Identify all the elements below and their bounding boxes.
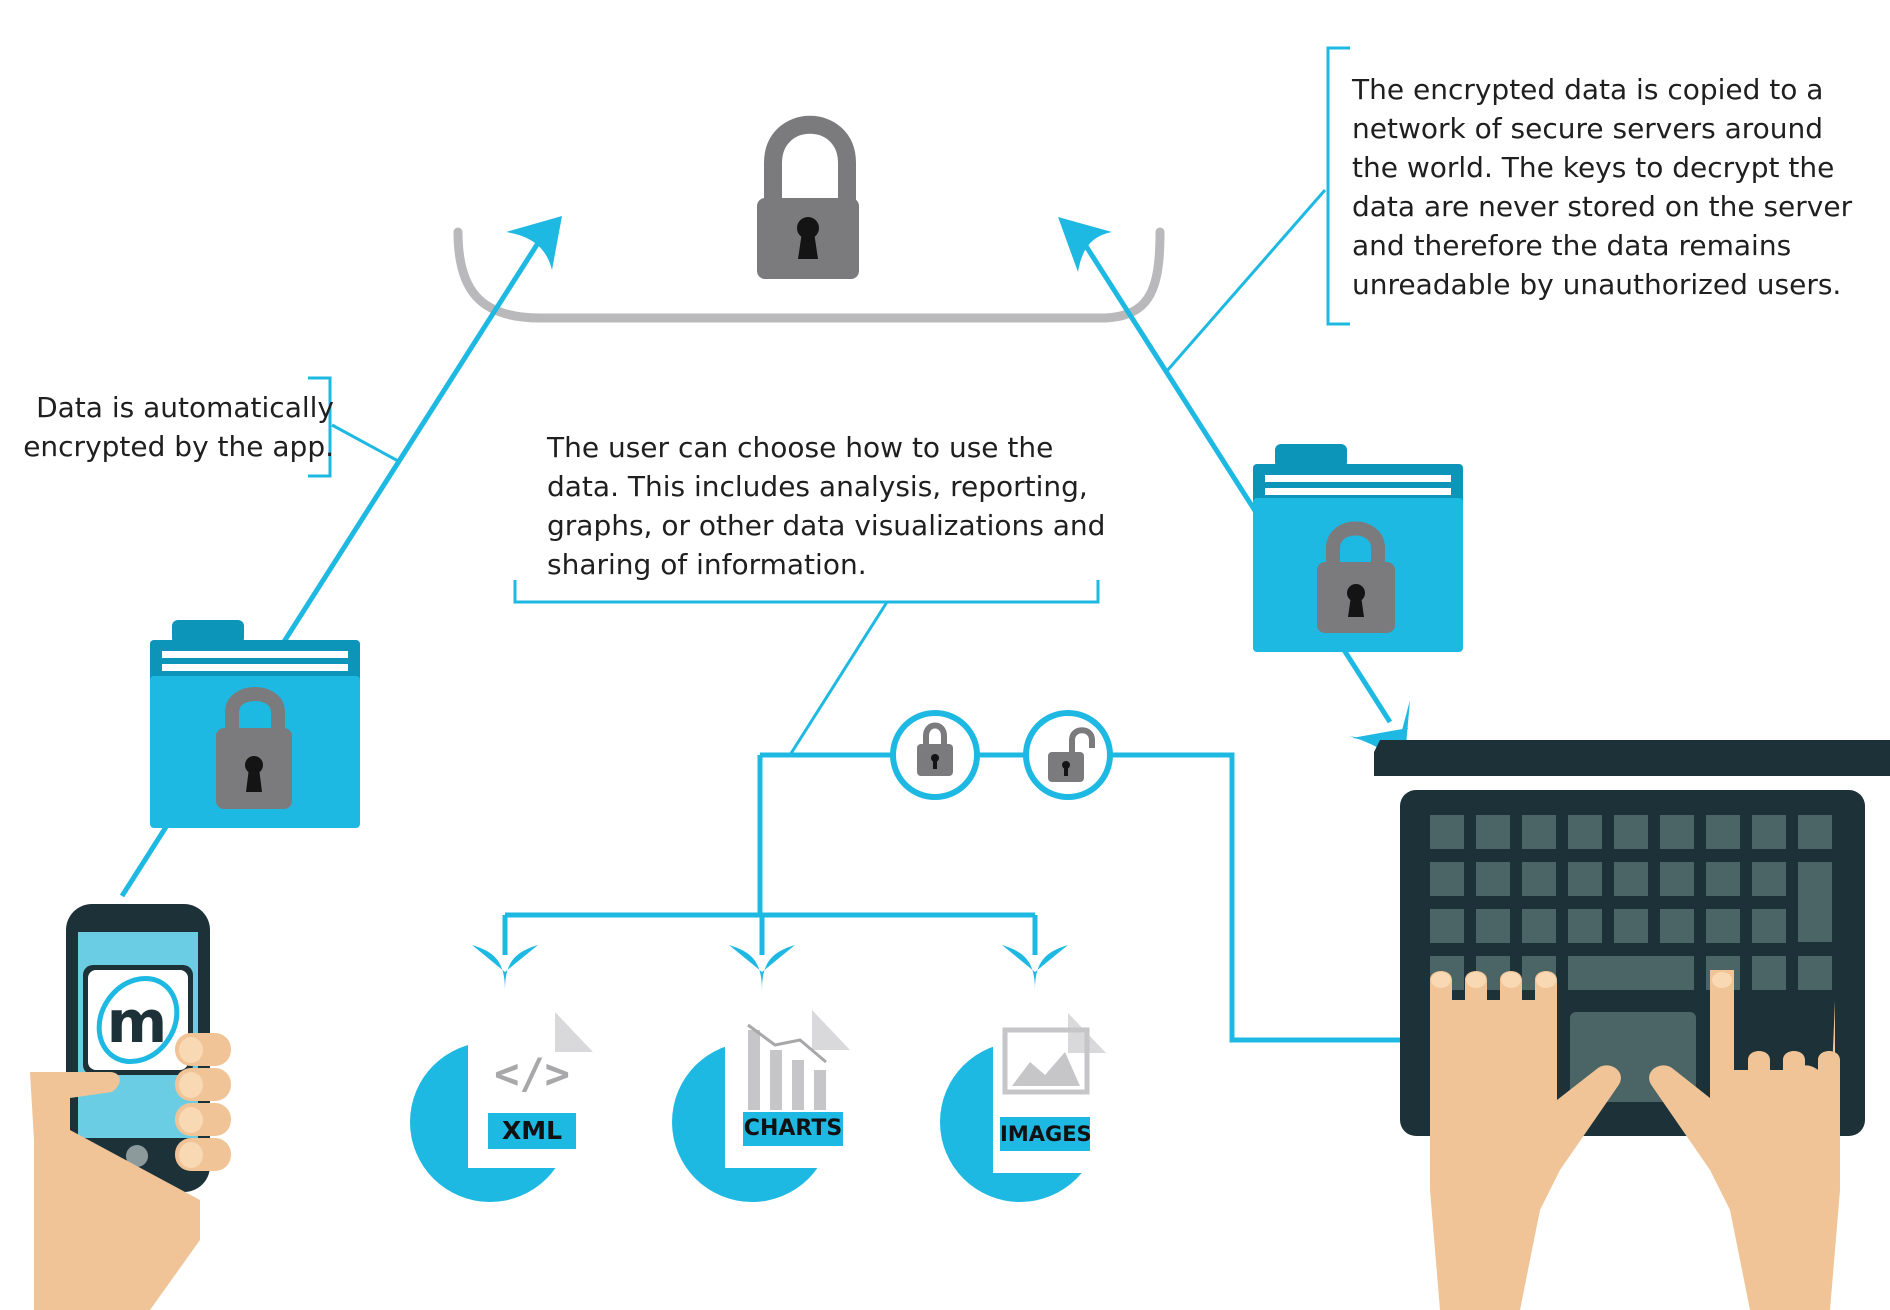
bracket-user	[513, 580, 1100, 604]
images-document-icon	[940, 1013, 1118, 1202]
xml-label: XML	[488, 1113, 576, 1149]
hand-icon	[1430, 970, 1840, 1310]
caption-line: The encrypted data is copied to a	[1352, 73, 1824, 106]
caption-line: encrypted by the app.	[23, 430, 334, 463]
caption-line: graphs, or other data visualizations and	[547, 509, 1106, 542]
charts-label: CHARTS	[743, 1112, 843, 1146]
charts-document-icon	[672, 1010, 850, 1202]
server-folder-icon	[1253, 444, 1463, 652]
caption-line: the world. The keys to decrypt the	[1352, 151, 1835, 184]
caption-user: The user can choose how to use the data.…	[547, 428, 1107, 584]
caption-line: Data is automatically	[36, 391, 334, 424]
leader-server	[1164, 189, 1327, 373]
caption-line: and therefore the data remains	[1352, 229, 1792, 262]
smartphone-icon	[66, 904, 210, 1192]
caption-line: sharing of information.	[547, 548, 867, 581]
lock-icon	[757, 115, 859, 279]
unlock-icon	[1048, 727, 1095, 782]
charts-arrowhead	[729, 945, 795, 990]
xml-symbol: </>	[494, 1049, 570, 1098]
app-logo-letter: m	[107, 988, 167, 1056]
leader-encrypt	[331, 423, 401, 464]
xml-document-icon	[410, 1010, 593, 1202]
sync-arrowhead	[1058, 217, 1112, 272]
folder-icon	[150, 620, 360, 828]
hand-icon	[30, 1033, 231, 1310]
caption-encrypt: Data is automatically encrypted by the a…	[14, 388, 334, 466]
server-arc	[453, 227, 1165, 323]
caption-line: data. This includes analysis, reporting,	[547, 470, 1088, 503]
bracket-server	[1326, 46, 1350, 326]
caption-line: network of secure servers around	[1352, 112, 1824, 145]
upload-arrowhead	[506, 216, 562, 270]
bracket-encrypt	[308, 376, 332, 478]
lock-icon	[917, 722, 953, 776]
images-arrowhead	[1002, 945, 1068, 990]
keyboard-keys	[1430, 815, 1832, 1102]
leader-user	[788, 601, 889, 756]
caption-server: The encrypted data is copied to a networ…	[1352, 70, 1872, 304]
folder-lock-icon	[216, 687, 292, 809]
caption-line: The user can choose how to use the	[547, 431, 1054, 464]
caption-line: data are never stored on the server	[1352, 190, 1853, 223]
caption-line: unreadable by unauthorized users.	[1352, 268, 1842, 301]
images-label: IMAGES	[1000, 1117, 1092, 1151]
server-folder-lock-icon	[1317, 521, 1395, 633]
xml-arrowhead	[472, 945, 538, 990]
decrypt-connector	[760, 752, 1400, 1043]
